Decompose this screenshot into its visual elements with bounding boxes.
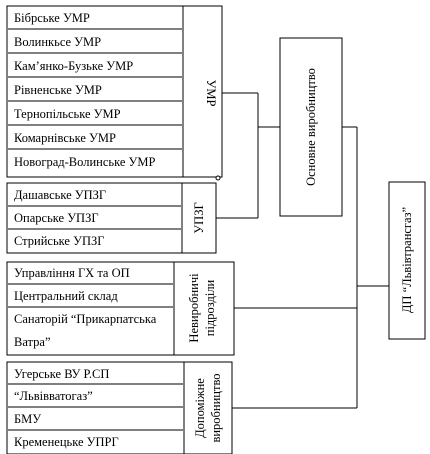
group-upzg: Дашавське УПЗГ Опарське УПЗГ Стрийське У… — [6, 182, 217, 254]
main-production-label: Основне виробництво — [304, 68, 318, 186]
group-nonprod: Управління ГХ та ОП Центральний склад Са… — [6, 261, 235, 356]
nonprod-item-2: Центральний склад — [14, 289, 118, 303]
nonprod-item-3-cont: Ватра” — [14, 335, 51, 349]
root-node: ДП “Львівтрансгаз” — [388, 181, 426, 340]
main-production-node: Основне виробництво — [279, 37, 343, 217]
upzg-label: УПЗГ — [192, 202, 206, 233]
upzg-item-3: Стрийське УПЗГ — [14, 234, 104, 248]
nonprod-label-line2: підрозділи — [203, 279, 217, 336]
root-label: ДП “Львівтрансгаз” — [400, 207, 414, 313]
umr-item-6: Комарнівське УМР — [14, 131, 116, 145]
upzg-item-2: Опарське УПЗГ — [14, 211, 99, 225]
aux-label-line2: виробництво — [209, 373, 223, 442]
aux-item-4: Кременецьке УПРГ — [14, 435, 119, 449]
aux-item-3: БМУ — [14, 412, 41, 426]
aux-item-2: “Львівватогаз” — [14, 389, 93, 403]
umr-label-box — [182, 5, 223, 178]
group-aux: Угерське ВУ Р.СП “Львівватогаз” БМУ Крем… — [6, 361, 233, 454]
umr-item-3: Кам’янко-Бузьке УМР — [14, 59, 133, 73]
umr-label: УМР — [204, 80, 218, 107]
aux-label-box — [183, 361, 233, 454]
upzg-label-box — [181, 182, 217, 254]
umr-item-5: Тернопільське УМР — [14, 107, 121, 121]
group-umr: Бібрське УМР Волинкьсе УМР Кам’янко-Бузь… — [6, 5, 223, 181]
nonprod-item-1: Управління ГХ та ОП — [14, 266, 130, 280]
umr-item-2: Волинкьсе УМР — [14, 35, 101, 49]
umr-item-1: Бібрське УМР — [14, 11, 90, 25]
aux-item-1: Угерське ВУ Р.СП — [14, 367, 109, 381]
nonprod-label-line1: Невиробничі — [187, 273, 201, 343]
upzg-item-1: Дашавське УПЗГ — [14, 188, 106, 202]
umr-item-4: Рівненське УМР — [14, 83, 102, 97]
nonprod-item-3: Санаторій “Прикарпатська — [14, 312, 157, 326]
upzg-items-frame — [6, 182, 183, 254]
connector-lines — [216, 92, 389, 409]
umr-item-7: Новоград-Волинське УМР — [14, 155, 155, 169]
handle-dot — [215, 175, 221, 181]
root-box — [388, 181, 426, 340]
nonprod-label-box — [173, 261, 235, 356]
main-production-box — [279, 37, 343, 217]
aux-items-frame — [6, 361, 185, 454]
aux-label-line1: Допоміжне — [193, 378, 207, 438]
